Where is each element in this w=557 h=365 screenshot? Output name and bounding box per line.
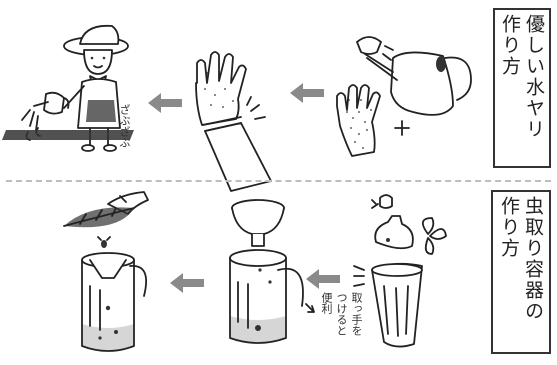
title-line-2: 作り方 bbox=[499, 14, 521, 162]
catcher-jar-icon bbox=[82, 253, 146, 351]
handle-tip-note: 取っ手を つけると 便利 bbox=[320, 292, 363, 336]
title-line-1: 虫取り容器の bbox=[522, 196, 544, 348]
bottle-cap-icon bbox=[372, 195, 392, 208]
bug-icon bbox=[98, 237, 110, 248]
inverted-funnel-icon bbox=[232, 200, 284, 246]
small-watering-can-icon bbox=[34, 93, 69, 114]
bug-catcher-section: 虫取り容器の 作り方 bbox=[0, 182, 557, 365]
splash-note: ざぶざぶ bbox=[118, 104, 131, 148]
plus-icon bbox=[395, 121, 409, 135]
handle-note-line-1: 取っ手を bbox=[350, 292, 363, 336]
cotton-glove-icon bbox=[337, 85, 380, 156]
glove-on-arm-illustration bbox=[185, 45, 285, 175]
container-jar-icon bbox=[230, 250, 286, 343]
handle-note-line-3: 便利 bbox=[320, 292, 333, 336]
title-line-1: 優しい水ヤリ bbox=[523, 14, 545, 162]
gentle-watering-title-box: 優しい水ヤリ 作り方 bbox=[493, 8, 551, 168]
glove-hand-icon bbox=[196, 52, 246, 125]
step-arrow-1 bbox=[290, 82, 326, 104]
watering-can-icon bbox=[365, 52, 471, 114]
assembled-container-illustration bbox=[218, 186, 328, 356]
watering-can-illustration bbox=[335, 10, 485, 170]
step-arrow-4 bbox=[170, 272, 206, 294]
bug-catcher-title-box: 虫取り容器の 作り方 bbox=[491, 190, 551, 354]
bottle-top-icon bbox=[375, 216, 413, 248]
handle-note-line-2: つけると bbox=[335, 292, 348, 336]
leaf-shape-icon bbox=[423, 218, 446, 254]
bottle-cap-icon bbox=[357, 37, 393, 60]
leaf-icon bbox=[64, 207, 134, 227]
step-arrow-2 bbox=[148, 92, 184, 114]
title-line-2: 作り方 bbox=[498, 196, 520, 348]
bug-catching-illustration bbox=[60, 186, 160, 356]
gentle-watering-section: 優しい水ヤリ 作り方 bbox=[0, 0, 557, 178]
bottle-body-icon bbox=[372, 264, 422, 347]
cut-bottle-illustration bbox=[350, 186, 470, 356]
